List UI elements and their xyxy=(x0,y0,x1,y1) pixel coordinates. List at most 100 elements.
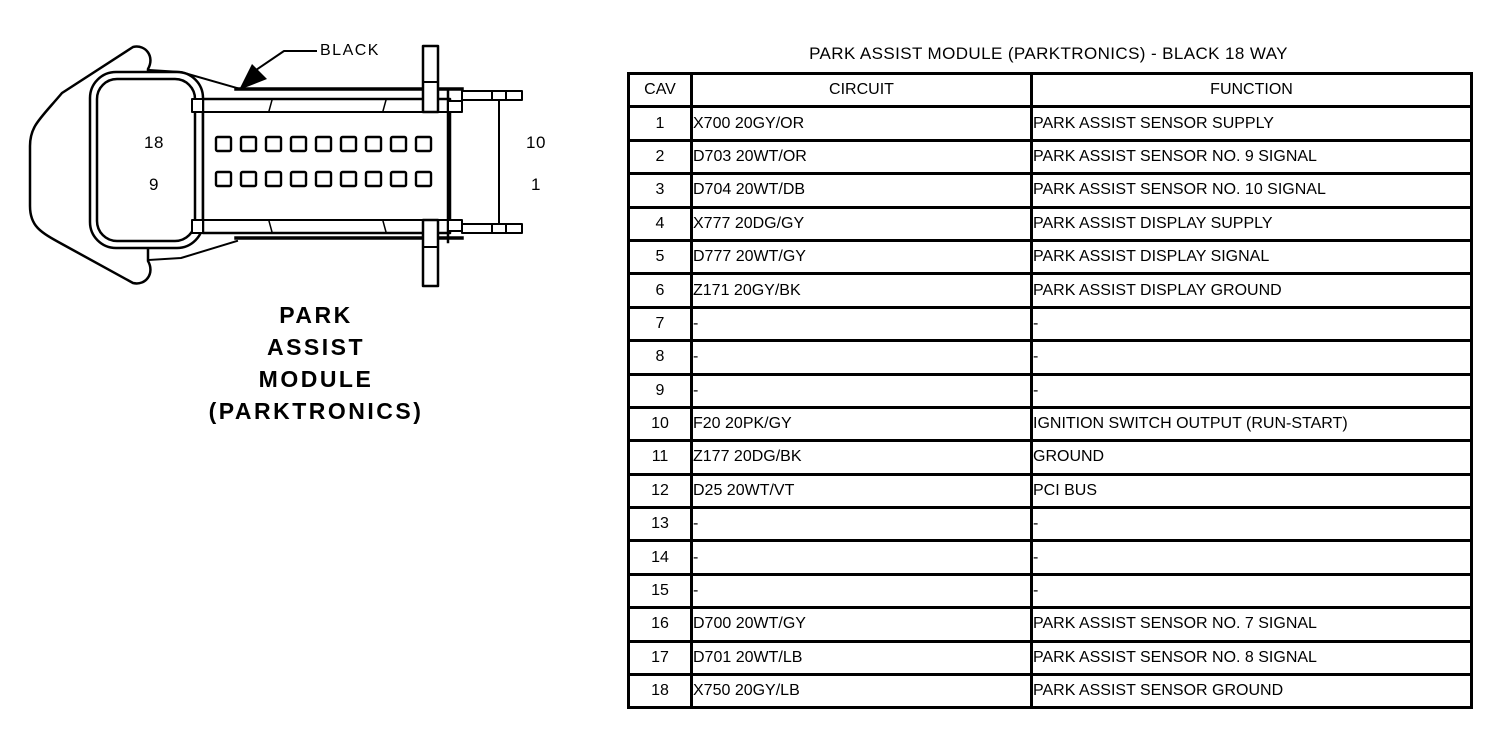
cell-cav: 13 xyxy=(627,506,693,543)
cell-circuit: - xyxy=(690,339,1033,376)
cell-cav: 14 xyxy=(627,539,693,576)
cell-circuit: X777 20DG/GY xyxy=(690,205,1033,242)
cell-circuit: D700 20WT/GY xyxy=(690,606,1033,643)
terminal-cavity xyxy=(364,135,383,153)
cell-cav: 3 xyxy=(627,172,693,209)
table-title: PARK ASSIST MODULE (PARKTRONICS) - BLACK… xyxy=(809,44,1288,63)
terminal-cavity xyxy=(364,170,383,188)
caption-line: ASSIST xyxy=(266,334,366,360)
cell-circuit: D703 20WT/OR xyxy=(690,138,1033,176)
cell-cav: 6 xyxy=(627,272,693,309)
terminal-cavity xyxy=(214,135,233,153)
terminal-cavity xyxy=(289,170,308,188)
cell-cav: 8 xyxy=(627,339,693,376)
connector-body xyxy=(201,97,452,235)
table-header-row: CAV CIRCUIT FUNCTION xyxy=(627,71,1473,109)
terminal-cavity xyxy=(414,135,433,153)
terminal-cavity xyxy=(289,135,308,153)
cell-cav: 4 xyxy=(627,205,693,242)
cell-circuit: Z177 20DG/BK xyxy=(690,439,1033,476)
terminal-cavity xyxy=(339,135,358,153)
body-left-step-bottom xyxy=(191,219,204,234)
cell-function: PCI BUS xyxy=(1030,472,1473,510)
cell-circuit: - xyxy=(690,572,1033,610)
terminal-cavity xyxy=(239,170,258,188)
table-row: 7-- xyxy=(627,305,1473,343)
connector-color-label: BLACK xyxy=(320,42,380,59)
cell-circuit: D777 20WT/GY xyxy=(690,238,1033,276)
right-end-assembly xyxy=(446,87,523,244)
top-shell-step xyxy=(147,68,239,90)
column-header-function: FUNCTION xyxy=(1030,71,1473,109)
cell-cav: 5 xyxy=(627,238,693,276)
pin-label-9: 9 xyxy=(149,175,159,194)
cell-circuit: - xyxy=(690,305,1033,343)
cell-circuit: X700 20GY/OR xyxy=(690,105,1033,142)
terminal-cavity xyxy=(314,170,333,188)
cell-function: PARK ASSIST DISPLAY SUPPLY xyxy=(1030,205,1473,242)
wall-tick xyxy=(268,220,273,233)
bottom-lock-tab xyxy=(421,218,440,288)
top-lock-tab xyxy=(421,44,440,114)
cell-circuit: - xyxy=(690,506,1033,543)
cell-function: IGNITION SWITCH OUTPUT (RUN-START) xyxy=(1030,405,1473,443)
black-callout-arrow xyxy=(239,50,317,90)
cell-function: - xyxy=(1030,372,1473,409)
pin-grid xyxy=(214,135,433,188)
table-row: 13-- xyxy=(627,506,1473,543)
cell-function: PARK ASSIST SENSOR GROUND xyxy=(1030,673,1473,710)
cell-cav: 16 xyxy=(627,606,693,643)
wall-tick xyxy=(268,99,273,112)
table-row: 15-- xyxy=(627,572,1473,610)
table-row: 14-- xyxy=(627,539,1473,576)
cell-cav: 10 xyxy=(627,405,693,443)
pin-label-18: 18 xyxy=(144,133,164,152)
table-row: 8-- xyxy=(627,339,1473,376)
caption-line: PARK xyxy=(279,302,353,328)
cell-cav: 7 xyxy=(627,305,693,343)
cell-cav: 18 xyxy=(627,673,693,710)
cell-function: PARK ASSIST DISPLAY GROUND xyxy=(1030,272,1473,309)
terminal-cavity xyxy=(339,170,358,188)
pin-label-10: 10 xyxy=(526,133,546,152)
cell-circuit: Z171 20GY/BK xyxy=(690,272,1033,309)
cell-function: GROUND xyxy=(1030,439,1473,476)
cell-function: PARK ASSIST SENSOR NO. 7 SIGNAL xyxy=(1030,606,1473,643)
wall-tick xyxy=(382,99,387,112)
terminal-cavity xyxy=(389,170,408,188)
table-row: 9-- xyxy=(627,372,1473,409)
cell-circuit: - xyxy=(690,372,1033,409)
cell-cav: 1 xyxy=(627,105,693,142)
cell-function: PARK ASSIST SENSOR NO. 9 SIGNAL xyxy=(1030,138,1473,176)
column-header-cav: CAV xyxy=(627,71,693,109)
terminal-cavity xyxy=(389,135,408,153)
column-header-circuit: CIRCUIT xyxy=(690,71,1033,109)
connector-inner-face xyxy=(88,70,205,250)
cell-cav: 17 xyxy=(627,639,693,677)
connector-diagram xyxy=(28,44,523,288)
cell-cav: 9 xyxy=(627,372,693,409)
wall-tick xyxy=(382,220,387,233)
cell-cav: 15 xyxy=(627,572,693,610)
cell-circuit: D704 20WT/DB xyxy=(690,172,1033,209)
caption-line: MODULE xyxy=(258,366,374,392)
cell-cav: 12 xyxy=(627,472,693,510)
cell-circuit: F20 20PK/GY xyxy=(690,405,1033,443)
cell-function: - xyxy=(1030,539,1473,576)
pin-label-1: 1 xyxy=(531,175,541,194)
terminal-cavity xyxy=(239,135,258,153)
cell-function: - xyxy=(1030,572,1473,610)
